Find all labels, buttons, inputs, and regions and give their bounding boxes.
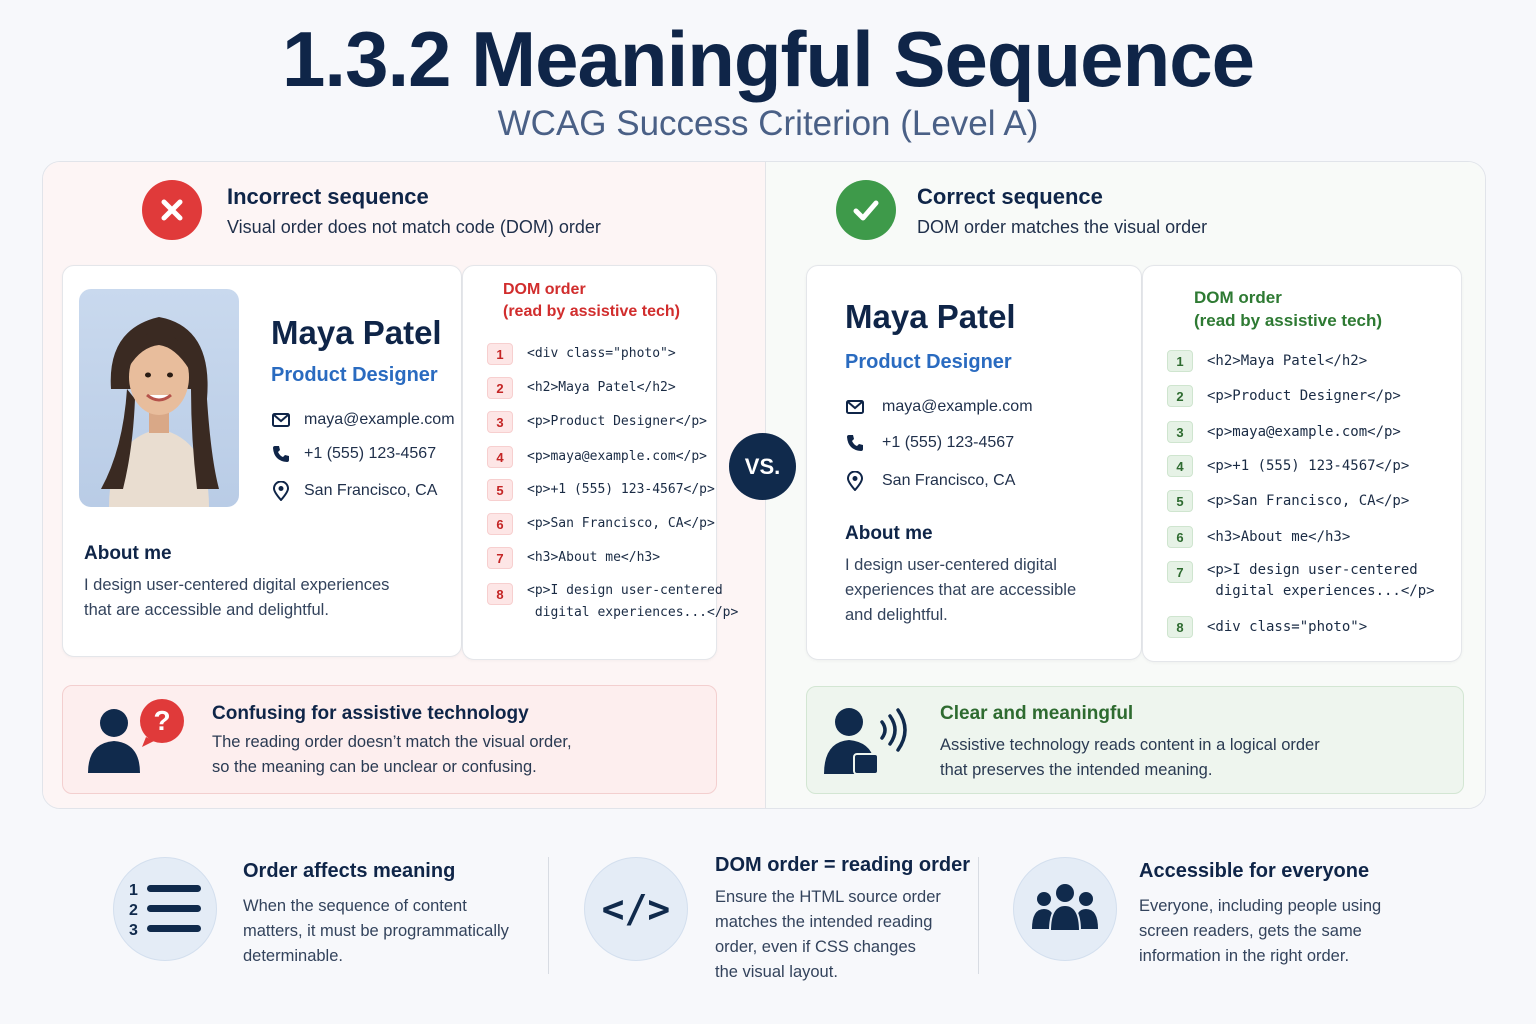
feature-text: When the sequence of content matters, it… (243, 897, 509, 965)
profile-name: Maya Patel (271, 314, 442, 351)
dom-item: 6<h3>About me</h3> (1167, 526, 1350, 548)
profile-role: Product Designer (271, 364, 438, 386)
dom-order-title: DOM order (read by assistive tech) (1194, 288, 1383, 330)
mail-icon (846, 400, 864, 414)
about-text: I design user-centered digital experienc… (845, 556, 1077, 624)
clear-note-title: Clear and meaningful (940, 703, 1134, 724)
profile-role: Product Designer (845, 351, 1012, 373)
incorrect-subtitle: Visual order does not match code (DOM) o… (227, 217, 601, 237)
page-subtitle: WCAG Success Criterion (Level A) (497, 104, 1039, 143)
profile-phone: +1 (555) 123-4567 (272, 445, 436, 463)
dom-order-card-correct (1142, 265, 1462, 662)
confusing-note-text: The reading order doesn’t match the visu… (212, 733, 572, 776)
check-circle-icon (836, 180, 896, 240)
profile-email: maya@example.com (846, 398, 1033, 416)
x-circle-icon (142, 180, 202, 240)
phone-icon (847, 435, 863, 451)
profile-email: maya@example.com (272, 411, 455, 429)
mail-icon (272, 413, 290, 427)
list-number: 2 (129, 902, 138, 919)
dom-order-title: DOM order (read by assistive tech) (503, 281, 680, 320)
confusing-note-title: Confusing for assistive technology (212, 703, 529, 724)
dom-item: 2<h2>Maya Patel</h2> (487, 377, 676, 399)
screen-reader-user-icon (824, 708, 907, 775)
dom-item: 4<p>+1 (555) 123-4567</p> (1167, 455, 1409, 477)
dom-item: 6<p>San Francisco, CA</p> (487, 513, 715, 535)
feature-title: DOM order = reading order (715, 854, 971, 876)
feature-title: Accessible for everyone (1139, 860, 1370, 882)
people-group-icon (1013, 857, 1117, 961)
location-pin-icon (846, 471, 864, 491)
dom-item: 1<h2>Maya Patel</h2> (1167, 350, 1367, 372)
phone-icon (273, 446, 289, 462)
dom-item: 5<p>+1 (555) 123-4567</p> (487, 479, 715, 501)
confused-user-icon: ? (88, 699, 184, 773)
clear-note (806, 686, 1464, 794)
about-heading: About me (845, 523, 933, 544)
dom-item: 2<p>Product Designer</p> (1167, 385, 1401, 407)
person-portrait-icon (101, 317, 219, 507)
dom-item: 7<p>I design user-centered digital exper… (1167, 560, 1435, 602)
feature-text: Ensure the HTML source order matches the… (715, 888, 941, 981)
dom-item: 5<p>San Francisco, CA</p> (1167, 490, 1409, 512)
dom-item: 4<p>maya@example.com</p> (487, 446, 707, 468)
about-text: I design user-centered digital experienc… (84, 576, 390, 619)
profile-card-correct (806, 265, 1142, 660)
vs-badge: VS. (729, 433, 796, 500)
list-number: 1 (129, 882, 138, 899)
profile-phone: +1 (555) 123-4567 (846, 434, 1014, 452)
feature-text: Everyone, including people using screen … (1139, 897, 1382, 965)
svg-text:?: ? (153, 705, 170, 736)
numbered-list-icon: 1 2 3 (113, 857, 217, 961)
about-heading: About me (84, 543, 172, 564)
feature-divider (978, 857, 979, 974)
feature-divider (548, 857, 549, 974)
feature-title: Order affects meaning (243, 860, 456, 882)
profile-location: San Francisco, CA (272, 481, 437, 501)
dom-item: 3<p>maya@example.com</p> (1167, 421, 1401, 443)
profile-photo (79, 289, 239, 507)
incorrect-title: Incorrect sequence (227, 184, 429, 209)
dom-item: 7<h3>About me</h3> (487, 547, 660, 569)
dom-item: 8<div class="photo"> (1167, 616, 1367, 638)
page-title: 1.3.2 Meaningful Sequence (282, 15, 1255, 103)
dom-item: 8<p>I design user-centered digital exper… (487, 580, 738, 624)
dom-item: 3<p>Product Designer</p> (487, 411, 707, 433)
profile-name: Maya Patel (845, 298, 1016, 335)
list-number: 3 (129, 922, 138, 939)
clear-note-text: Assistive technology reads content in a … (940, 736, 1320, 779)
profile-location: San Francisco, CA (846, 471, 1015, 491)
code-icon: </> (584, 857, 688, 961)
location-pin-icon (272, 481, 290, 501)
correct-subtitle: DOM order matches the visual order (917, 217, 1208, 237)
dom-item: 1<div class="photo"> (487, 343, 676, 365)
correct-title: Correct sequence (917, 184, 1103, 209)
